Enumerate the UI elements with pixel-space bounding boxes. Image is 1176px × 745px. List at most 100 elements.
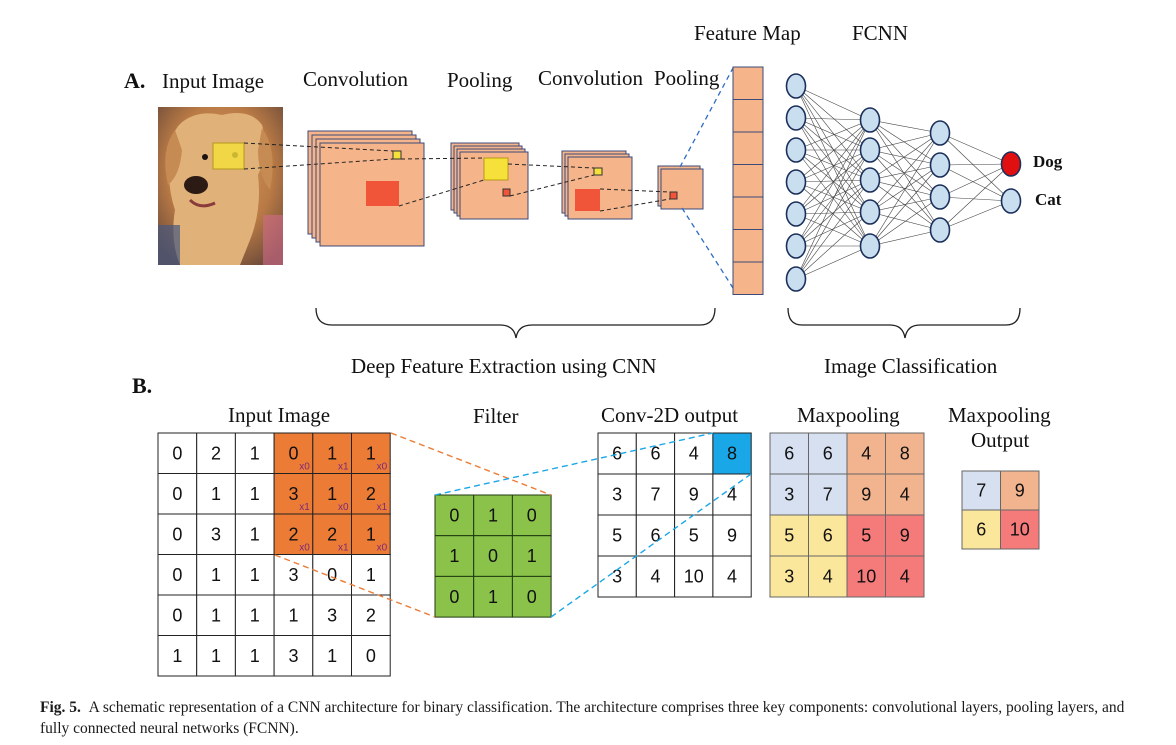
fcnn-edge <box>795 179 871 247</box>
grid-cell <box>157 473 198 515</box>
grid-cell-value: 1 <box>250 524 260 544</box>
input-image-title: Input Image <box>162 69 264 93</box>
input-grid-title: Input Image <box>228 403 330 427</box>
feature-map-cell <box>732 66 764 100</box>
output-cat-label: Cat <box>1035 190 1062 209</box>
grid-cell <box>351 554 391 596</box>
fcnn-edge <box>795 85 871 181</box>
fcnn-node <box>785 73 807 99</box>
grid-cell <box>961 470 1001 511</box>
fcnn-edge <box>869 179 941 231</box>
fcnn-edge <box>795 117 871 121</box>
grid-cell <box>712 432 752 475</box>
fcnn-edge <box>795 149 871 215</box>
grid-cell <box>769 473 809 516</box>
filter-title: Filter <box>473 404 519 428</box>
fcnn-node <box>785 233 807 259</box>
grid-cell-value: 10 <box>684 567 704 587</box>
fcnn-edge <box>795 119 871 247</box>
fcnn-edge <box>939 163 1012 166</box>
grid-cell-value: 1 <box>250 565 260 585</box>
fcnn-node <box>929 152 951 178</box>
grid-cell-value: 0 <box>449 587 459 607</box>
grid-cell <box>351 594 391 636</box>
grid-cell-value: 3 <box>327 605 337 625</box>
grid-cell <box>157 594 198 636</box>
fcnn-edge <box>795 117 871 151</box>
fcnn-node <box>859 233 881 259</box>
fcnn-edge <box>939 163 1012 198</box>
filter-weight-subscript: x0 <box>299 543 310 554</box>
grid-cell <box>769 555 809 598</box>
maxpooling-output-title-line2: Output <box>971 428 1030 452</box>
grid-cell <box>234 513 275 555</box>
grid-cell <box>674 555 714 598</box>
grid-cell-value: 1 <box>211 605 221 625</box>
grid-cell-value: 0 <box>449 505 459 525</box>
fcnn-edge <box>939 196 1012 202</box>
feature-map-cell <box>732 261 764 295</box>
fcnn-connections <box>795 85 1012 280</box>
grid-cell-value: 1 <box>211 565 221 585</box>
fcnn-node <box>859 107 881 133</box>
output-node-cat <box>1000 188 1022 214</box>
grid-cell <box>157 635 198 677</box>
grid-cell <box>473 575 513 618</box>
grid-cell <box>1000 470 1040 511</box>
grid-cell-value: 7 <box>650 485 660 505</box>
pool1-yellow-patch <box>483 157 509 181</box>
figure-caption: Fig. 5. A schematic representation of a … <box>40 697 1150 739</box>
grid-cell <box>234 594 275 636</box>
grid-cell <box>885 432 925 475</box>
grid-cell-value: 0 <box>172 524 182 544</box>
fcnn-edge <box>939 163 1012 231</box>
fcnn-edge <box>795 149 871 183</box>
feature-map-projection-lines <box>679 67 734 289</box>
feature-map-cell <box>732 196 764 230</box>
grid-cell <box>712 514 752 557</box>
fcnn-edge <box>869 132 941 247</box>
grid-cell <box>234 432 275 474</box>
grid-cell <box>434 535 475 577</box>
fcnn-node <box>859 167 881 193</box>
output-node-dog <box>1000 151 1022 177</box>
feature-map-cell <box>732 164 764 198</box>
grid-cell-value: 6 <box>823 444 833 464</box>
grid-cell-value: 8 <box>900 444 910 464</box>
fcnn-node <box>785 169 807 195</box>
grid-cell <box>961 509 1001 550</box>
grid-cell-value: 1 <box>288 605 298 625</box>
pooling-1-feature-maps <box>450 142 529 220</box>
panel-a-label: A. <box>124 68 145 93</box>
grid-cell <box>234 635 275 677</box>
grid-cell-value: 3 <box>612 567 622 587</box>
output-dog-label: Dog <box>1033 152 1063 171</box>
grid-cell <box>846 514 886 557</box>
grid-cell-value: 0 <box>172 605 182 625</box>
part-a-projection-lines <box>243 142 671 212</box>
panel-b-label: B. <box>132 373 152 398</box>
grid-cell-value: 4 <box>650 567 660 587</box>
grid-cell-value: 1 <box>366 565 376 585</box>
fcnn-node <box>785 266 807 292</box>
grid-cell-value: 3 <box>288 646 298 666</box>
grid-cell <box>351 635 391 677</box>
fcnn-node <box>785 105 807 131</box>
grid-cell <box>234 554 275 596</box>
grid-cell-value: 1 <box>250 443 260 463</box>
input-dog-image <box>158 107 283 265</box>
convolution-1-title: Convolution <box>303 67 409 91</box>
grid-cell-value: 2 <box>327 524 337 544</box>
grid-cell-value: 3 <box>612 485 622 505</box>
input-to-filter-lines <box>274 432 552 618</box>
grid-cell <box>351 513 391 555</box>
grid-cell-value: 4 <box>861 444 871 464</box>
grid-cell-value: 1 <box>488 505 498 525</box>
grid-cell <box>434 575 475 618</box>
grid-cell-value: 6 <box>650 444 660 464</box>
classification-brace <box>787 307 1021 339</box>
filter-to-conv-lines <box>434 432 752 618</box>
grid-cell <box>312 635 352 677</box>
